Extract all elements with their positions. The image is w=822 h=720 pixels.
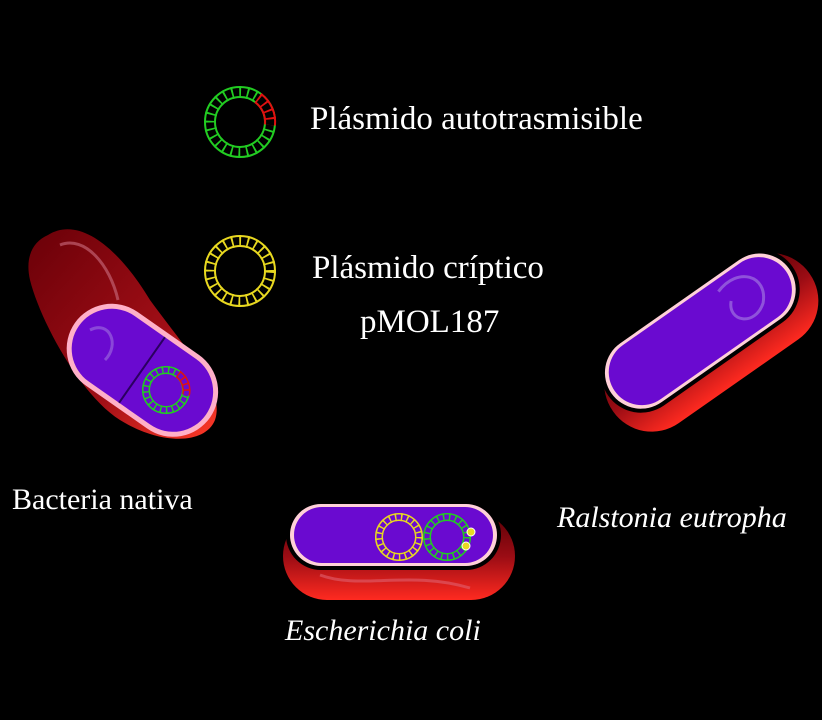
ecoli-bacterium (283, 500, 515, 600)
legend-self-transmissible-label: Plásmido autotrasmisible (310, 101, 643, 137)
native-bacterium (28, 229, 219, 439)
ralstonia-bacterium (600, 249, 819, 432)
ecoli-label: Escherichia coli (285, 614, 481, 647)
ecoli-small-plasmid-dots (461, 527, 476, 551)
legend-cryptic-label: Plásmido críptico (312, 250, 544, 286)
legend-cryptic-plasmid-icon (204, 235, 276, 307)
ecoli-self-transmissible-plasmid-icon (423, 513, 471, 561)
ecoli-cryptic-plasmid-icon (375, 513, 423, 561)
native-bacterium-label: Bacteria nativa (12, 483, 193, 516)
native-self-transmissible-plasmid-icon (142, 366, 191, 414)
legend-self-transmissible-plasmid-icon (204, 86, 277, 158)
legend-cryptic-name: pMOL187 (360, 304, 500, 340)
ralstonia-label: Ralstonia eutropha (557, 501, 787, 534)
